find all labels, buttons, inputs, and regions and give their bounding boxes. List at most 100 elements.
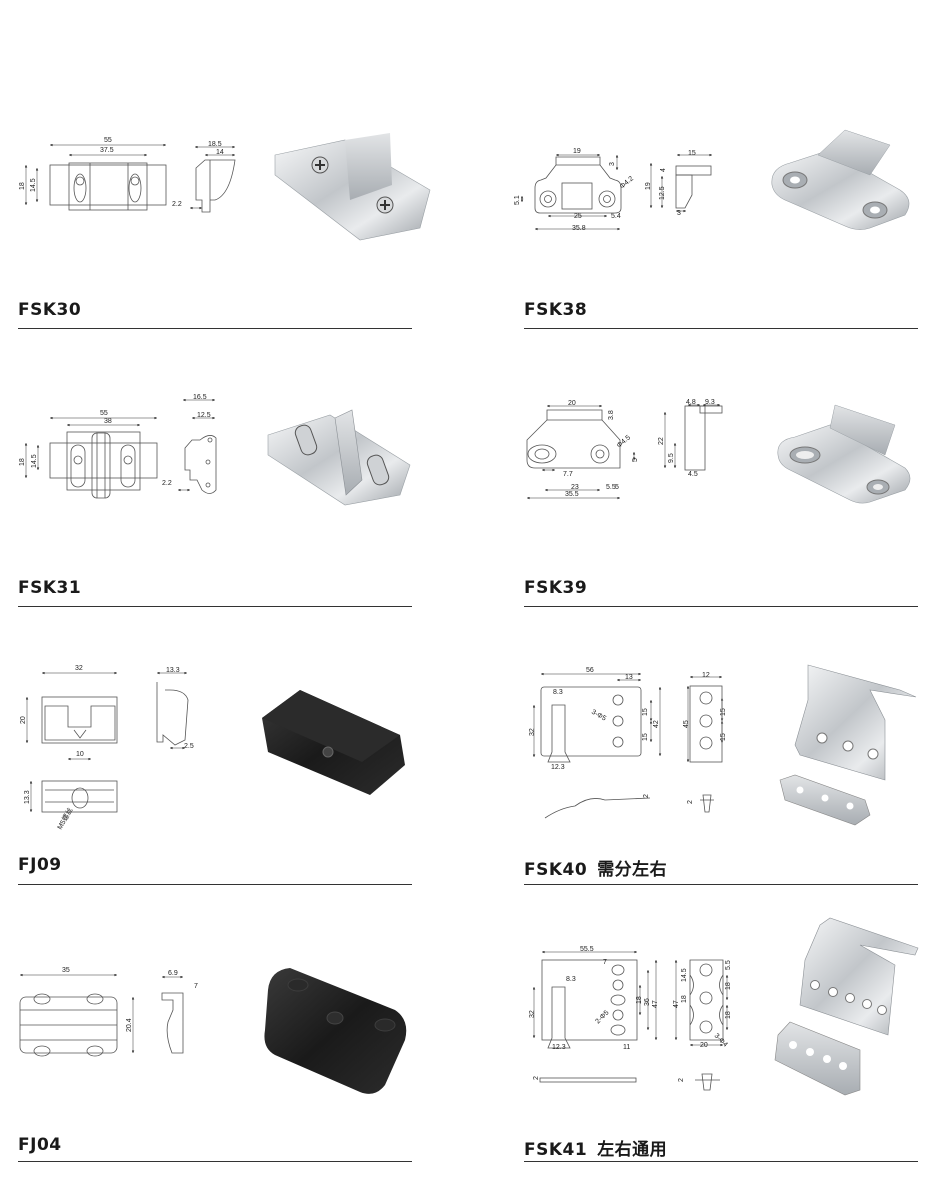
dim-label: 42 <box>653 720 660 728</box>
product-code: FJ09 <box>18 855 62 875</box>
photo-fsk41 <box>774 917 919 1096</box>
dim-label: 2.5 <box>184 743 194 750</box>
dim-label: 15 <box>720 733 727 741</box>
dim-label: 38 <box>104 418 112 425</box>
product-code: FSK39 <box>524 578 588 598</box>
dim-label: 47 <box>652 1000 659 1008</box>
dim-label: 15 <box>642 733 649 741</box>
product-code: FSK41 <box>524 1140 588 1160</box>
divider <box>524 606 918 607</box>
drawing-fsk40: 56 13 8.3 32 3-Φ5 15 15 42 12.3 12 45 15… <box>529 667 727 819</box>
photo-fj04 <box>264 968 407 1094</box>
divider <box>18 884 412 885</box>
dim-label: 18 <box>19 458 26 466</box>
photo-fj09 <box>262 690 405 795</box>
dim-label: 5 <box>615 484 619 491</box>
divider <box>524 1161 918 1162</box>
dim-label: 2 <box>533 1076 540 1080</box>
product-code: FJ04 <box>18 1135 62 1155</box>
dim-label: 12.5 <box>659 186 666 200</box>
drawing-fj09: 32 20 10 13.3 2.5 13.3 M5螺丝 <box>20 665 194 831</box>
dim-label: 19 <box>645 182 652 190</box>
dim-label: 8.3 <box>566 976 576 983</box>
drawing-fsk39: 20 3.8 Φ4.5 5 7.7 23 5.5 5 35.5 4.8 9.3 … <box>526 399 723 498</box>
dim-label: 18 <box>725 1011 732 1019</box>
dim-label: 13 <box>625 674 633 681</box>
dim-label: 7 <box>194 983 198 990</box>
dim-label: 20 <box>568 400 576 407</box>
dim-label: 37.5 <box>100 147 114 154</box>
product-note: 需分左右 <box>597 860 668 880</box>
dim-label: 12.3 <box>551 764 565 771</box>
dim-label: 5.4 <box>611 213 621 220</box>
dim-label: 5.5 <box>606 484 616 491</box>
dim-label: 22 <box>658 437 665 445</box>
dim-label: 14 <box>216 149 224 156</box>
dim-label: 55 <box>104 137 112 144</box>
product-title-fsk38: FSK38 <box>524 300 587 320</box>
drawing-fsk31: 55 38 18 14.5 16.5 12.5 2.2 <box>19 394 217 499</box>
dim-label: 3-Φ5 <box>590 709 607 723</box>
product-title-fsk41: FSK41 左右通用 <box>524 1135 667 1160</box>
product-note: 左右通用 <box>597 1140 668 1160</box>
dim-label: 5.1 <box>514 195 521 205</box>
dim-label: 2.2 <box>162 480 172 487</box>
dim-label: 4.8 <box>686 399 696 406</box>
dim-label: 18.5 <box>208 141 222 148</box>
dim-label: 7 <box>603 959 607 966</box>
dim-label: 56 <box>586 667 594 674</box>
dim-label: 15 <box>720 708 727 716</box>
dim-label: 5 <box>632 458 639 462</box>
dim-label: 3 <box>609 162 616 166</box>
dim-label: 19 <box>573 148 581 155</box>
dim-label: 9.5 <box>668 453 675 463</box>
dim-label: 23 <box>571 484 579 491</box>
dim-label: 7.7 <box>563 471 573 478</box>
dim-label: 25 <box>574 213 582 220</box>
dim-label: 13.3 <box>166 667 180 674</box>
dim-label: 8.3 <box>553 689 563 696</box>
dim-label: 18 <box>725 982 732 990</box>
dim-label: 12 <box>702 672 710 679</box>
dim-label: Φ4.2 <box>619 175 635 190</box>
dim-label: 36 <box>644 998 651 1006</box>
dim-label: M5螺丝 <box>55 806 75 831</box>
drawing-fsk30: 55 37.5 18 14.5 18.5 14 2.2 <box>19 137 236 213</box>
photo-fsk39 <box>777 404 911 504</box>
photo-fsk40 <box>779 664 917 826</box>
divider <box>18 328 412 329</box>
dim-label: 45 <box>683 720 690 728</box>
product-title-fsk30: FSK30 <box>18 300 81 320</box>
photo-fsk38 <box>771 129 910 230</box>
product-title-fj04: FJ04 <box>18 1135 62 1155</box>
dim-label: 18 <box>681 995 688 1003</box>
dim-label: 5.5 <box>725 960 732 970</box>
dim-label: 2.2 <box>172 201 182 208</box>
dim-label: 12.3 <box>552 1044 566 1051</box>
dim-label: 15 <box>688 150 696 157</box>
product-title-fsk39: FSK39 <box>524 578 587 598</box>
divider <box>524 884 918 885</box>
product-title-fj09: FJ09 <box>18 855 62 875</box>
dim-label: 12.5 <box>197 412 211 419</box>
dim-label: 11 <box>623 1044 630 1051</box>
dim-label: Φ4.5 <box>616 434 632 449</box>
dim-label: 18 <box>19 182 26 190</box>
product-code: FSK38 <box>524 300 588 320</box>
dim-label: 10 <box>76 751 84 758</box>
divider <box>18 606 412 607</box>
divider <box>524 328 918 329</box>
dim-label: 35 <box>62 967 70 974</box>
drawing-fj04: 35 20.4 6.9 7 <box>19 967 198 1057</box>
dim-label: 16.5 <box>193 394 207 401</box>
drawing-fsk41: 55.5 7 8.3 32 2-Φ5 18 36 47 12.3 11 47 1… <box>529 946 732 1091</box>
drawing-fsk38: 19 3 Φ4.2 5.1 25 5.4 35.8 15 19 4 12.5 3 <box>514 148 712 232</box>
dim-label: 2 <box>643 794 650 798</box>
divider <box>18 1161 412 1162</box>
dim-label: 4 <box>660 168 667 172</box>
dim-label: 9.3 <box>705 399 715 406</box>
dim-label: 32 <box>529 1010 536 1018</box>
dim-label: 3.8 <box>608 410 615 420</box>
